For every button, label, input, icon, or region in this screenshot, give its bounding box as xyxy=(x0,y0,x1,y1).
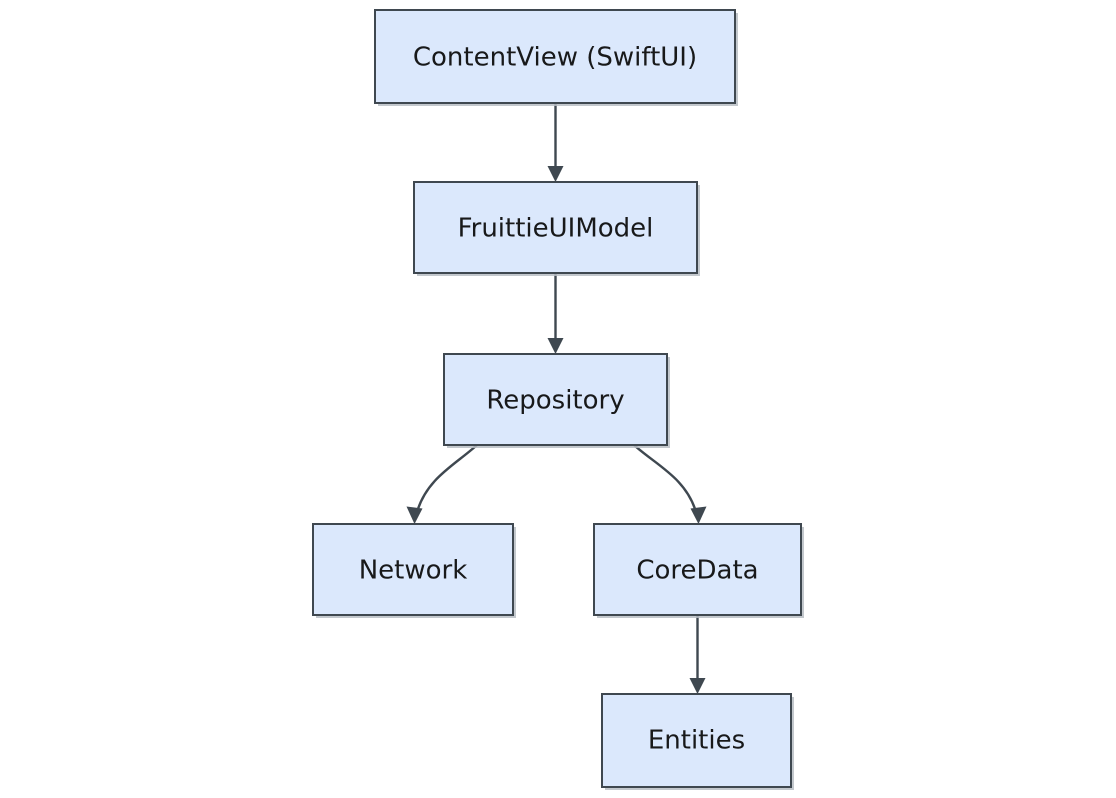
node-label: Entities xyxy=(648,726,745,756)
node-rect[interactable] xyxy=(374,9,736,104)
arrowhead-icon xyxy=(547,338,564,354)
node-entities[interactable]: Entities xyxy=(601,693,794,790)
edge-line xyxy=(415,444,478,513)
node-label: ContentView (SwiftUI) xyxy=(413,43,697,73)
edge-contentview-to-fruittieuimodel xyxy=(547,103,564,182)
node-rect[interactable] xyxy=(312,523,514,616)
node-label: CoreData xyxy=(636,556,758,586)
edge-layer xyxy=(406,103,707,694)
edge-coredata-to-entities xyxy=(689,615,706,694)
edge-fruittieuimodel-to-repository xyxy=(547,273,564,354)
node-rect[interactable] xyxy=(601,693,792,788)
node-layer: ContentView (SwiftUI) FruittieUIModel Re… xyxy=(312,9,804,790)
arrowhead-icon xyxy=(547,166,564,182)
node-label: Network xyxy=(359,556,468,586)
node-label: Repository xyxy=(486,386,624,416)
arrowhead-icon xyxy=(690,506,707,524)
arrowhead-icon xyxy=(689,678,706,694)
node-network[interactable]: Network xyxy=(312,523,516,618)
node-repository[interactable]: Repository xyxy=(443,353,670,448)
node-rect[interactable] xyxy=(413,181,698,274)
node-contentview[interactable]: ContentView (SwiftUI) xyxy=(374,9,738,106)
node-fruittieuimodel[interactable]: FruittieUIModel xyxy=(413,181,700,276)
node-rect[interactable] xyxy=(443,353,668,446)
node-rect[interactable] xyxy=(593,523,802,616)
edge-repository-to-network xyxy=(406,444,478,524)
edge-line xyxy=(633,444,698,513)
arrowhead-icon xyxy=(406,506,423,524)
edge-repository-to-coredata xyxy=(633,444,707,524)
node-coredata[interactable]: CoreData xyxy=(593,523,804,618)
node-label: FruittieUIModel xyxy=(458,214,654,244)
